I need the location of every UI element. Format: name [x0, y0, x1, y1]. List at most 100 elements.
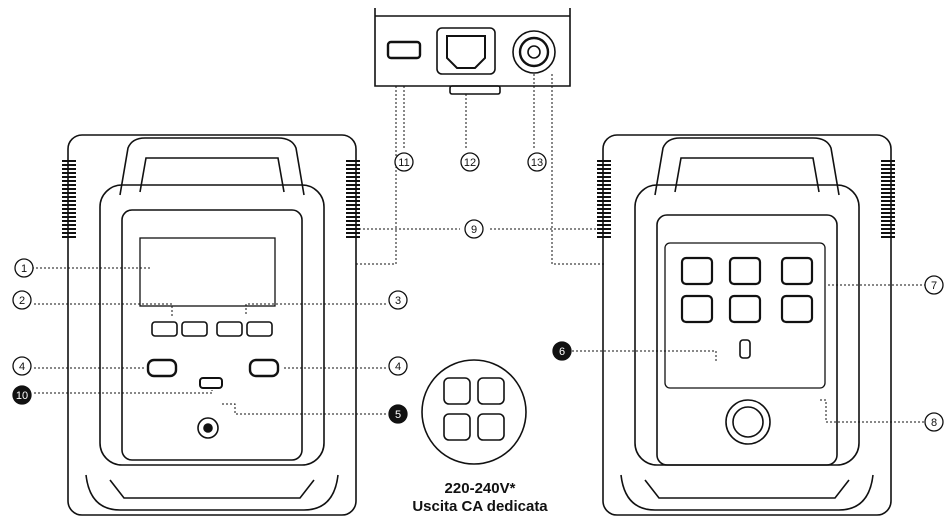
front-side-fins-right [346, 160, 360, 240]
callout-10: 10 [12, 385, 32, 405]
dedicated-ac-voltage: 220-240V* [444, 480, 516, 497]
ac-switch [739, 339, 751, 359]
usb-a-port-1 [151, 321, 178, 337]
xt60-port-inner [527, 45, 541, 59]
callout-12: 12 [460, 152, 480, 172]
callout-number: 7 [931, 280, 937, 292]
callout-3: 3 [388, 290, 408, 310]
rear-unit [597, 134, 895, 516]
callout-number: 9 [471, 224, 477, 236]
dedicated-ac-socket [443, 413, 471, 441]
ac-outlet-block [664, 242, 826, 389]
callout-number: 11 [398, 157, 409, 169]
callout-circle [388, 290, 408, 310]
callout-circle [924, 275, 944, 295]
usb-c-port-left [146, 358, 178, 378]
callout-1: 1 [14, 258, 34, 278]
callout-5: 5 [388, 404, 408, 424]
callout-circle [924, 412, 944, 432]
callout-number: 1 [21, 263, 27, 275]
ac-outlet [780, 256, 814, 286]
front-body-outer [67, 134, 357, 516]
ac-input-port-inner [732, 406, 764, 438]
rear-base-inner [644, 479, 850, 499]
front-panel [121, 209, 303, 461]
anderson-port [386, 40, 422, 60]
callout-circle [552, 341, 572, 361]
callout-13: 13 [527, 152, 547, 172]
callout-circle [12, 356, 32, 376]
callout-circle [388, 356, 408, 376]
dedicated-ac-socket [477, 377, 505, 405]
front-frame [99, 184, 325, 466]
callout-number: 2 [19, 295, 25, 307]
callout-number: 4 [19, 361, 25, 373]
front-unit [62, 134, 360, 516]
top-port-panel [374, 8, 571, 95]
callout-number: 13 [531, 157, 543, 169]
callout-circle [460, 152, 480, 172]
top-panel-tab [449, 85, 501, 95]
callout-number: 8 [931, 417, 937, 429]
rear-base [620, 474, 874, 511]
callout-circle [464, 219, 484, 239]
callout-9: 9 [464, 219, 484, 239]
power-button [199, 377, 223, 389]
callout-number: 4 [395, 361, 401, 373]
callout-circle [394, 152, 414, 172]
front-base-inner [109, 479, 315, 499]
callout-number: 10 [16, 390, 28, 402]
front-display [139, 237, 276, 307]
rear-panel [656, 214, 838, 466]
callout-circle [12, 385, 32, 405]
ac-outlet [728, 256, 762, 286]
xt60-port-outer [512, 30, 556, 74]
dc-port-outer [197, 417, 219, 439]
iec-inlet-inner [446, 35, 486, 69]
callout-2: 2 [12, 290, 32, 310]
usb-a-port-3 [216, 321, 243, 337]
rear-handle [654, 137, 840, 196]
callout-circle [527, 152, 547, 172]
callout-circle [14, 258, 34, 278]
ac-outlet [780, 294, 814, 324]
front-base [85, 474, 339, 511]
callout-4: 4 [388, 356, 408, 376]
leader-lines [32, 74, 925, 423]
usb-c-port-right [248, 358, 280, 378]
rear-side-fins-right [881, 160, 895, 240]
callout-circle [12, 290, 32, 310]
callout-7: 7 [924, 275, 944, 295]
callout-4: 4 [12, 356, 32, 376]
ac-input-port-outer [725, 399, 771, 445]
dedicated-ac-caption: Uscita CA dedicata [412, 498, 548, 515]
callout-number: 5 [395, 409, 401, 421]
xt60-port-mid [518, 36, 550, 68]
usb-a-port-4 [246, 321, 273, 337]
dedicated-ac-detail [421, 359, 527, 465]
callout-8: 8 [924, 412, 944, 432]
rear-handle-inner [674, 157, 820, 193]
ac-outlet [680, 294, 714, 324]
usb-a-port-2 [181, 321, 208, 337]
front-side-fins-left [62, 160, 76, 240]
ac-outlets [680, 256, 814, 324]
rear-side-fins-left [597, 160, 611, 240]
ac-outlet [680, 256, 714, 286]
rear-body-outer [602, 134, 892, 516]
dc-port-inner [203, 423, 213, 433]
callout-11: 11 [394, 152, 414, 172]
front-handle-inner [139, 157, 285, 193]
dedicated-ac-socket [477, 413, 505, 441]
callout-6: 6 [552, 341, 572, 361]
dedicated-ac-circle [421, 359, 527, 465]
callout-circle [388, 404, 408, 424]
ac-outlet [728, 294, 762, 324]
front-handle [119, 137, 305, 196]
callout-number: 12 [464, 157, 476, 169]
callout-number: 3 [395, 295, 401, 307]
dedicated-ac-socket [443, 377, 471, 405]
